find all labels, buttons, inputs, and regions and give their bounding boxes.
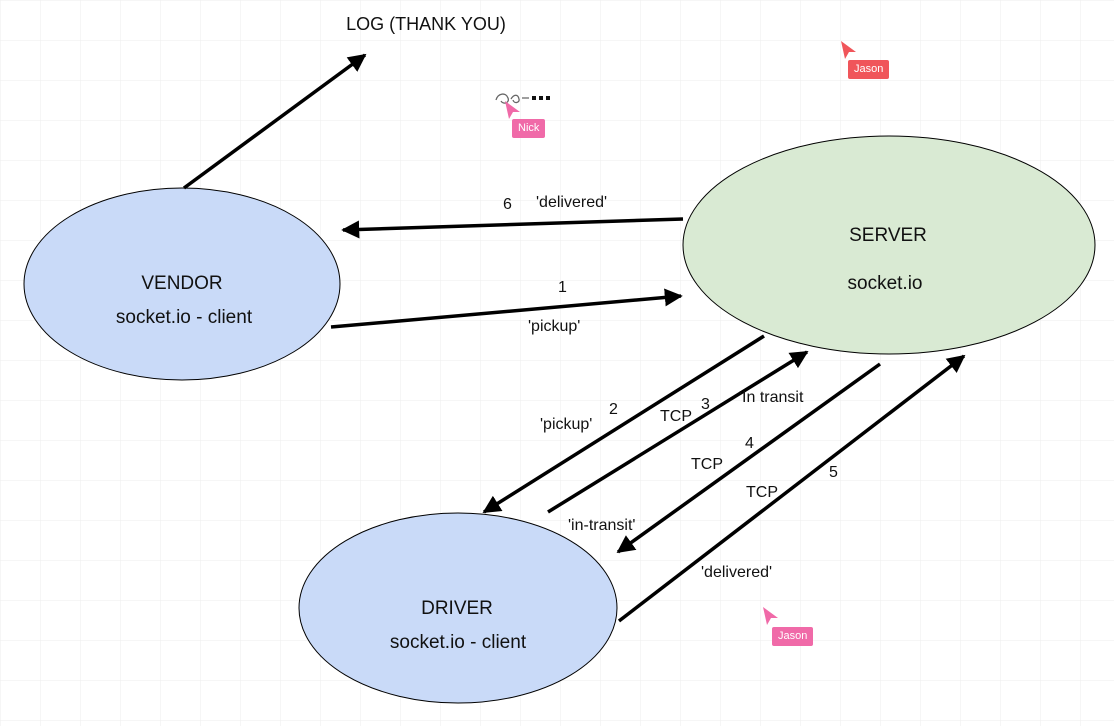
scribble-drawing (495, 93, 550, 104)
vendor-title: VENDOR (141, 273, 222, 294)
edge-1-number: 1 (558, 279, 567, 296)
edge-4-proto: TCP (691, 456, 723, 473)
arrow-server-to-vendor[interactable] (341, 217, 684, 239)
arrow-vendor-to-log[interactable] (182, 53, 367, 190)
edge-4-number: 4 (745, 435, 754, 452)
edge-5-event: 'delivered' (701, 564, 772, 581)
edge-5-number: 5 (829, 464, 838, 481)
edge-4-event: 'in-transit' (568, 517, 635, 534)
edge-6-event: 'delivered' (536, 194, 607, 211)
cursor-arrow-icon (505, 101, 520, 119)
vendor-node[interactable]: VENDOR socket.io - client (23, 187, 341, 381)
driver-subtitle: socket.io - client (390, 632, 527, 653)
arrow-driver-to-server-in-transit[interactable] (547, 350, 809, 514)
edge-3-number: 3 (701, 396, 710, 413)
driver-title: DRIVER (421, 598, 493, 619)
server-node[interactable]: SERVER socket.io (682, 135, 1096, 355)
arrow-vendor-to-server[interactable] (330, 288, 683, 329)
edge-2-event: 'pickup' (540, 416, 592, 433)
arrow-driver-to-server-delivered[interactable] (617, 354, 966, 623)
arrow-server-to-vendor-in-transit[interactable] (616, 362, 882, 554)
driver-node[interactable]: DRIVER socket.io - client (298, 512, 618, 704)
log-label: LOG (THANK YOU) (346, 14, 506, 34)
cursor-arrow-icon (763, 607, 778, 625)
collaborator-cursor-label: Jason (848, 60, 890, 79)
edge-1-event: 'pickup' (528, 318, 580, 335)
edge-2-number: 2 (609, 401, 618, 418)
server-ellipse[interactable] (682, 135, 1096, 355)
vendor-ellipse[interactable] (23, 187, 341, 381)
collaborator-cursor-label: Jason (772, 627, 814, 646)
cursor-arrow-icon (841, 41, 856, 59)
server-title: SERVER (849, 225, 927, 246)
edge-3-proto: TCP (660, 408, 692, 425)
edge-6-number: 6 (503, 196, 512, 213)
driver-ellipse[interactable] (298, 512, 618, 704)
edge-3-event: 'In transit (739, 389, 804, 406)
collaborator-cursor-label: Nick (512, 119, 546, 138)
server-subtitle: socket.io (848, 273, 923, 294)
vendor-subtitle: socket.io - client (116, 307, 253, 328)
edge-5-proto: TCP (746, 484, 778, 501)
arrow-server-to-driver-pickup[interactable] (482, 334, 765, 514)
